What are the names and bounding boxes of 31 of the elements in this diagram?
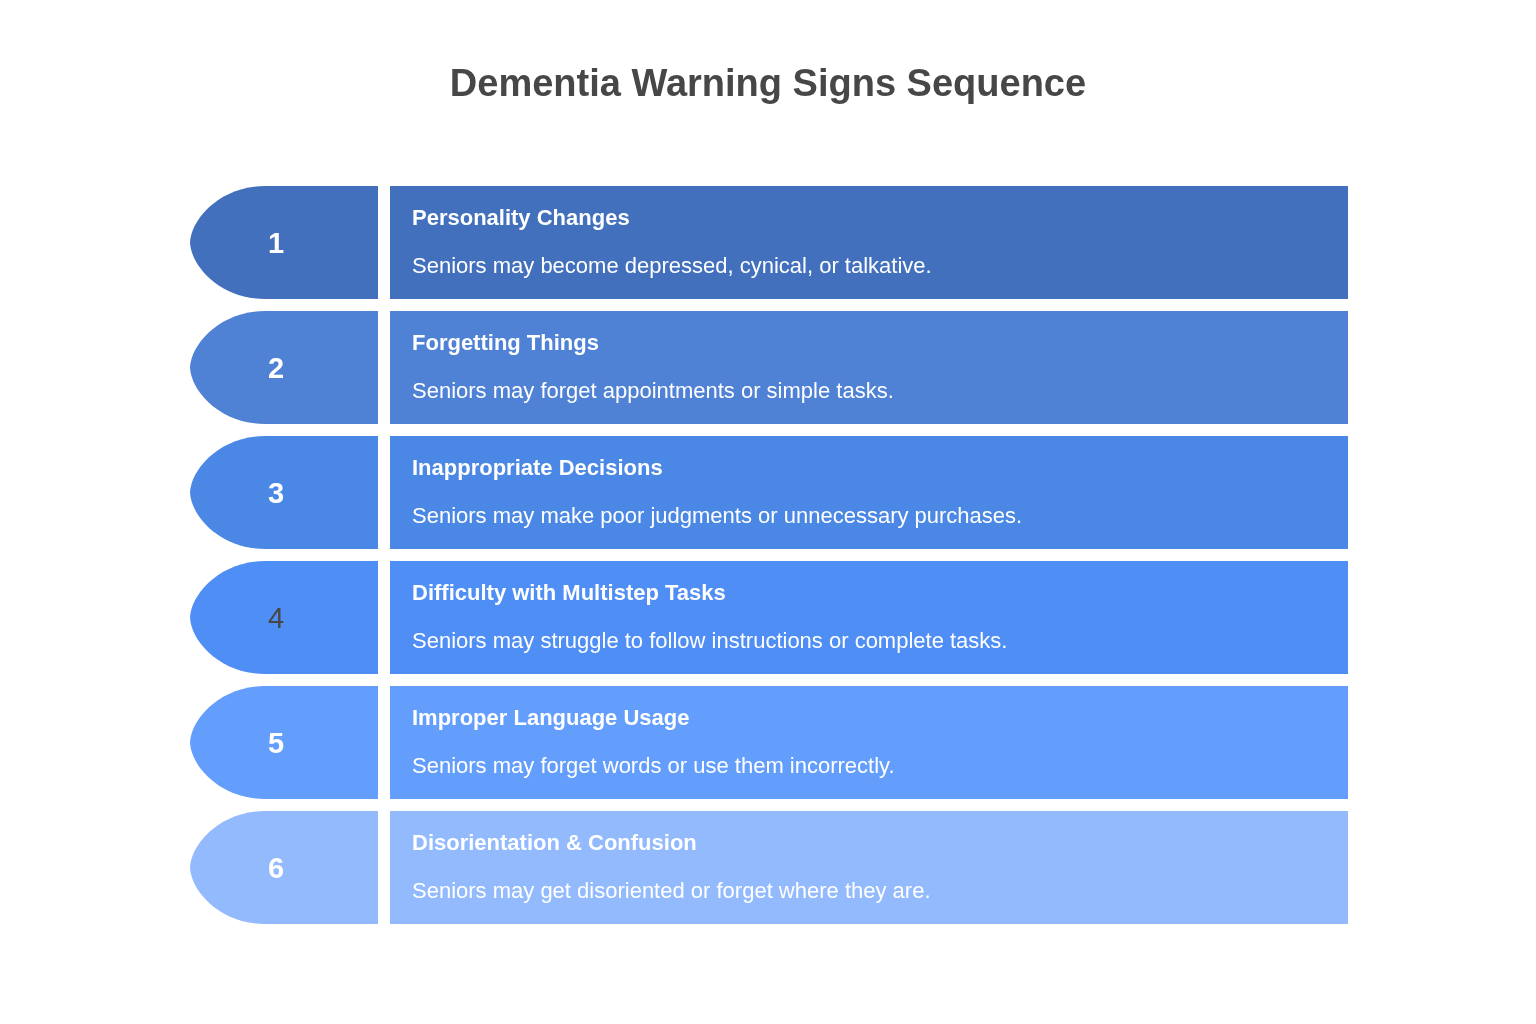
step-tab (190, 311, 378, 424)
step-tab (190, 811, 378, 924)
step-description: Seniors may become depressed, cynical, or talkative. (412, 252, 932, 280)
step-heading: Forgetting Things (412, 329, 599, 357)
step-description: Seniors may forget appointments or simple tasks. (412, 377, 894, 405)
diagram-title: Dementia Warning Signs Sequence (448, 61, 1088, 106)
step-heading: Personality Changes (412, 204, 630, 232)
step-heading: Disorientation & Confusion (412, 829, 697, 857)
step-description: Seniors may make poor judgments or unnecessary purchases. (412, 502, 1023, 530)
step-number: 6 (268, 850, 285, 885)
step-tab (190, 686, 378, 799)
step-card (390, 811, 1348, 924)
step-tab (190, 436, 378, 549)
step-card (390, 561, 1348, 674)
step-card (390, 311, 1348, 424)
step-tab (190, 561, 378, 674)
step-number: 5 (268, 725, 285, 760)
step-description: Seniors may forget words or use them incorrectly. (412, 752, 895, 780)
step-heading: Difficulty with Multistep Tasks (412, 579, 726, 607)
step-card (390, 686, 1348, 799)
step-number: 1 (268, 225, 285, 260)
step-number: 3 (268, 475, 285, 510)
step-heading: Inappropriate Decisions (412, 454, 663, 482)
step-description: Seniors may get disoriented or forget where they are. (412, 877, 931, 905)
step-description: Seniors may struggle to follow instructions or complete tasks. (412, 627, 1008, 655)
step-number: 4 (268, 600, 285, 635)
step-card (390, 436, 1348, 549)
step-number: 2 (268, 350, 285, 385)
step-card (390, 186, 1348, 299)
step-tab (190, 186, 378, 299)
step-heading: Improper Language Usage (412, 704, 690, 732)
